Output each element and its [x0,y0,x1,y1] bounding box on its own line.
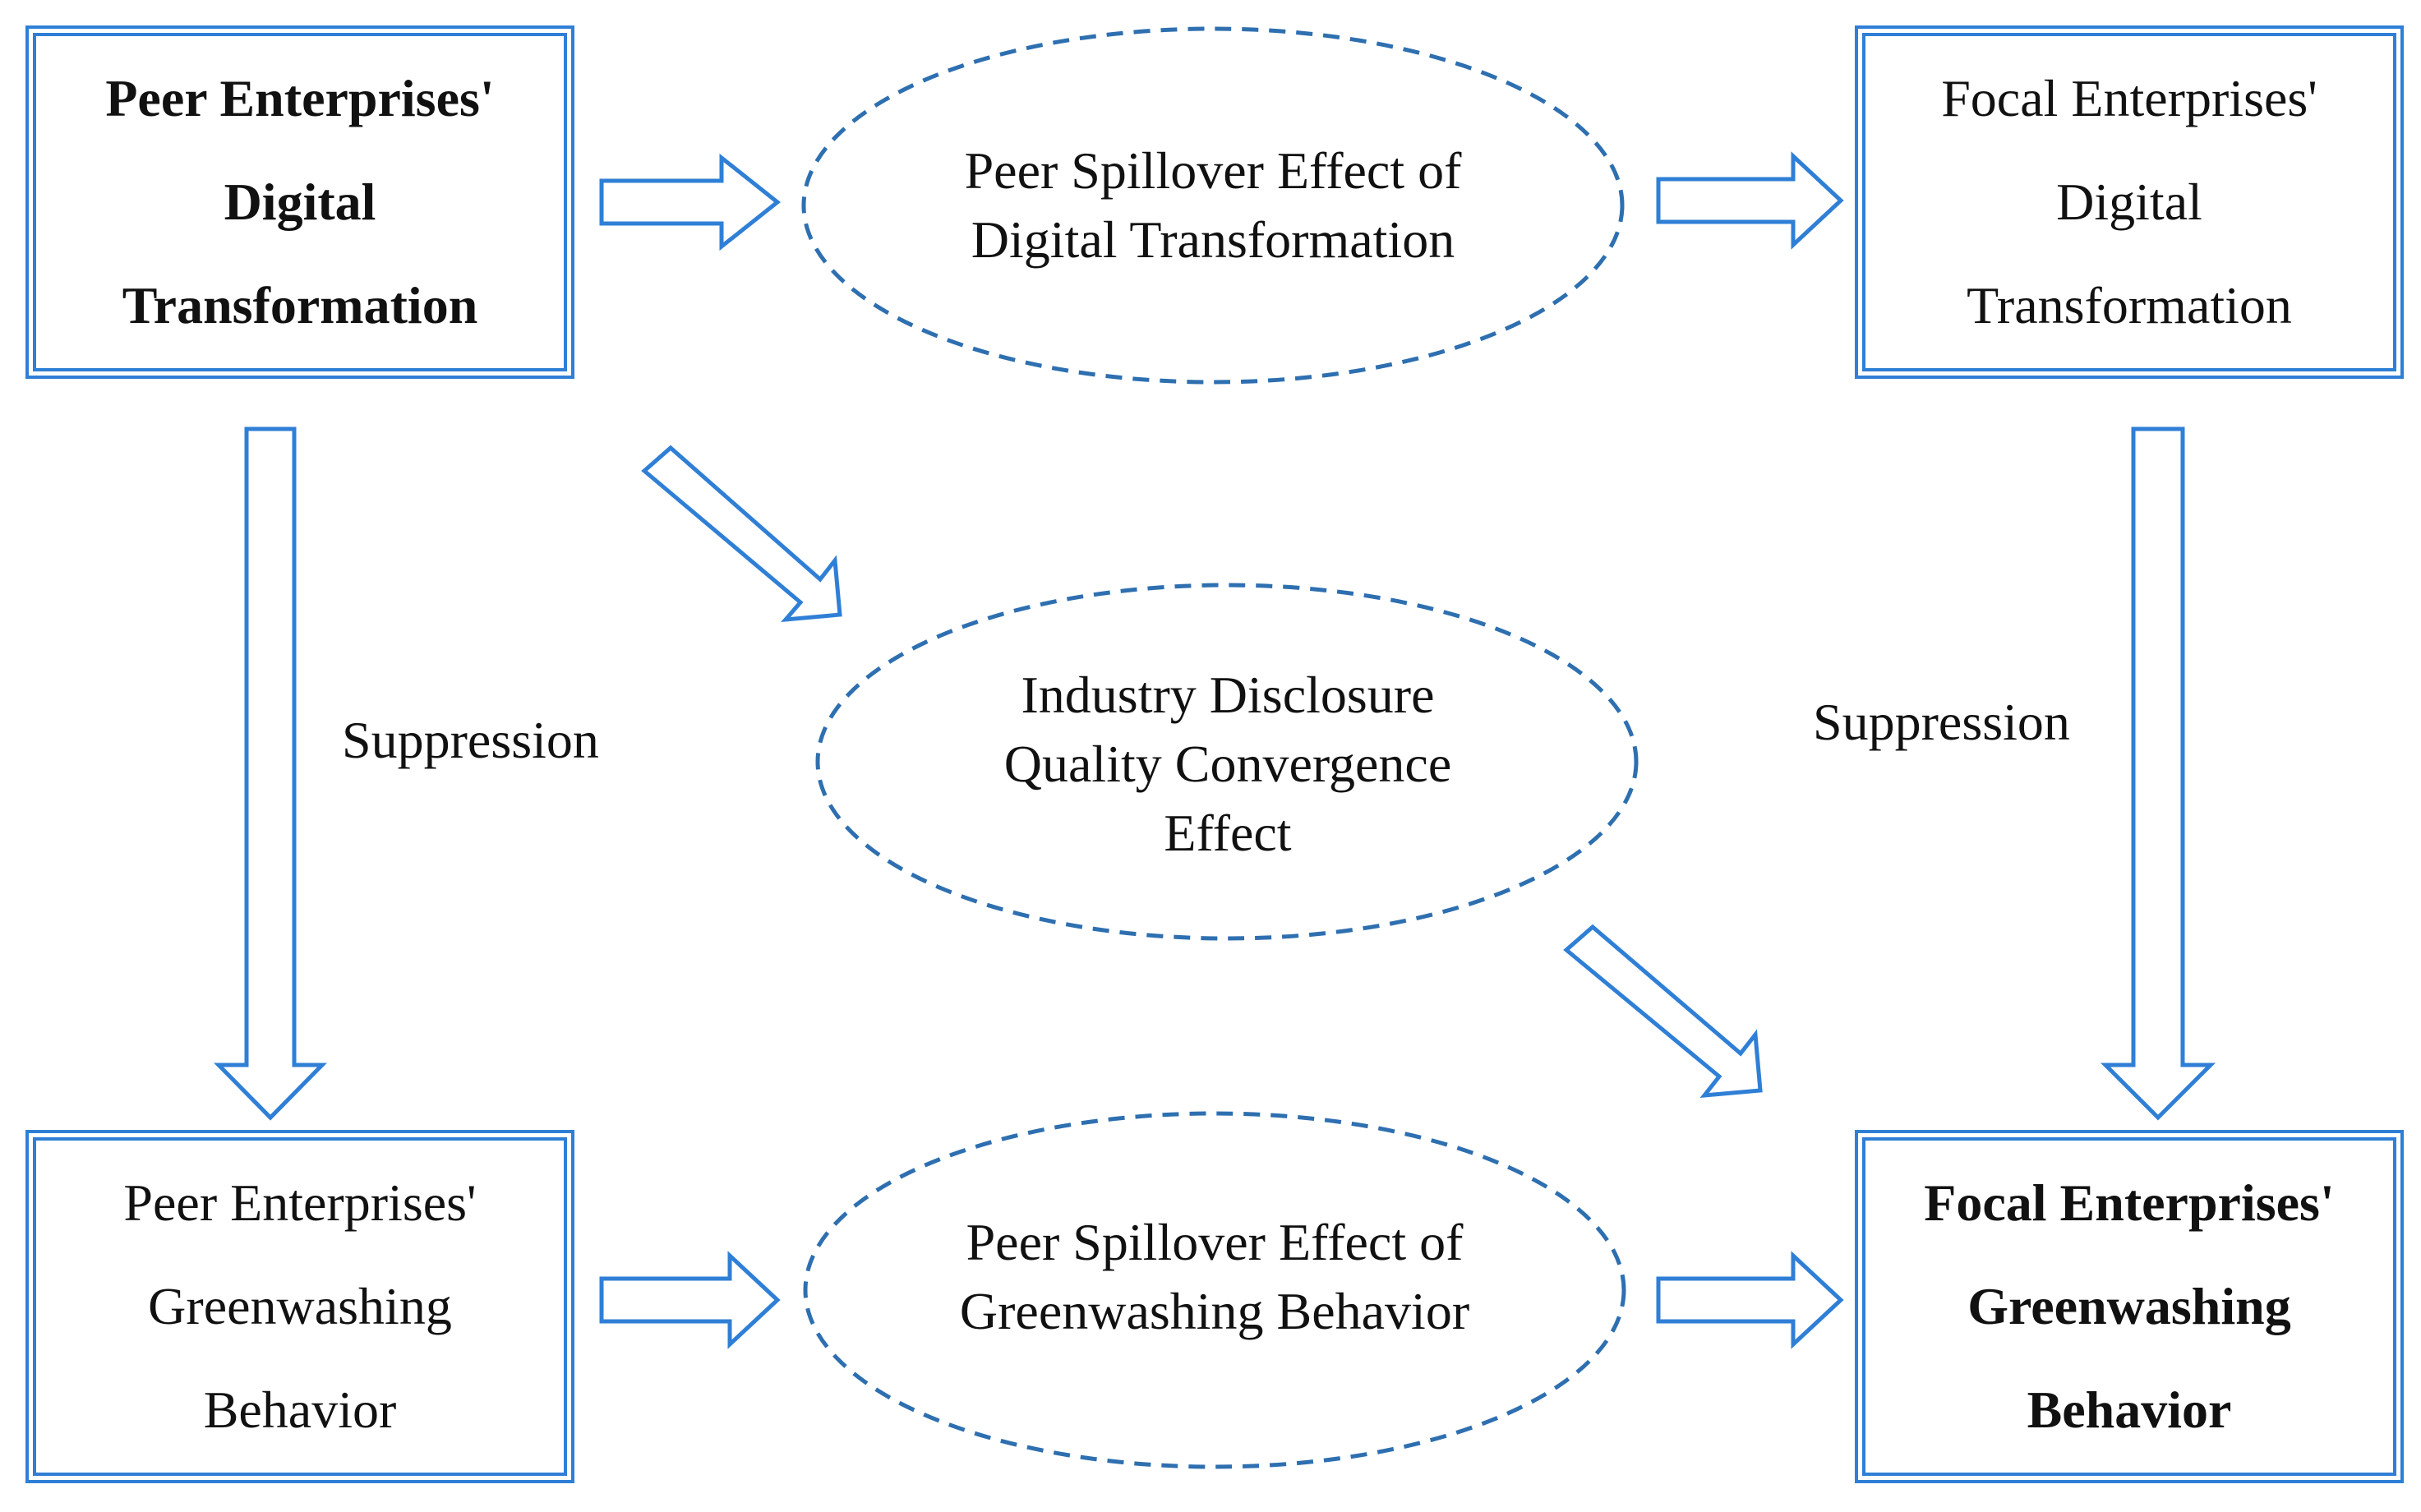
box-label-line: Greenwashing [148,1277,452,1335]
arrow-peer-dt-to-peer-gw [214,426,327,1121]
focal-digital-transformation-box: Focal Enterprises' Digital Transformatio… [1855,25,2404,379]
arrow-focal-dt-to-focal-gw [2100,426,2216,1121]
ellipse-label-line: Industry Disclosure [1021,666,1435,724]
box-label-line: Transformation [1967,276,2292,334]
ellipse-label-line: Digital Transformation [971,210,1455,269]
box-label-line: Behavior [203,1381,397,1439]
box-label-line: Behavior [2027,1381,2232,1439]
box-label-line: Digital [2056,173,2202,231]
ellipse-dt-spillover-outline [801,26,1625,385]
ellipse-label-line: Peer Spillover Effect of [964,141,1462,200]
peer-digital-transformation-box: Peer Enterprises' Digital Transformation [25,25,574,379]
peer-greenwashing-behavior-box: Peer Enterprises' Greenwashing Behavior [25,1130,574,1483]
box-label-line: Peer Enterprises' [105,69,495,127]
arrow-peer-gw-to-gw-spillover [599,1251,781,1349]
box-label-line: Peer Enterprises' [123,1173,477,1232]
box-label-line: Greenwashing [1967,1277,2291,1335]
ellipse-label-line: Greenwashing Behavior [959,1282,1470,1340]
ellipse-label-line: Peer Spillover Effect of [966,1213,1464,1271]
arrow-gw-spillover-to-focal-gw [1656,1251,1844,1349]
ellipse-label-line: Quality Convergence [1003,735,1452,793]
box-label-line: Digital [224,173,376,231]
right-suppression-label: Suppression [1813,693,2070,751]
arrow-peer-dt-to-convergence [641,445,842,623]
box-label-line: Focal Enterprises' [1941,69,2317,127]
disclosure-convergence-effect-label: Industry Disclosure Quality Convergence … [868,641,1588,887]
arrow-convergence-to-focal-gw [1563,924,1763,1098]
dt-spillover-effect-label: Peer Spillover Effect of Digital Transfo… [855,90,1571,320]
left-suppression-label: Suppression [342,711,599,769]
box-label-line: Focal Enterprises' [1924,1173,2335,1232]
arrow-peer-dt-to-dt-spillover [599,153,782,251]
arrow-dt-spillover-to-focal-dt [1656,151,1844,250]
focal-greenwashing-behavior-box: Focal Enterprises' Greenwashing Behavior [1855,1130,2404,1483]
ellipse-label-line: Effect [1164,804,1292,862]
ellipse-convergence-outline [815,583,1639,941]
ellipse-gw-spillover-outline [803,1111,1626,1469]
gw-spillover-effect-label: Peer Spillover Effect of Greenwashing Be… [855,1162,1575,1392]
box-label-line: Transformation [122,276,478,334]
